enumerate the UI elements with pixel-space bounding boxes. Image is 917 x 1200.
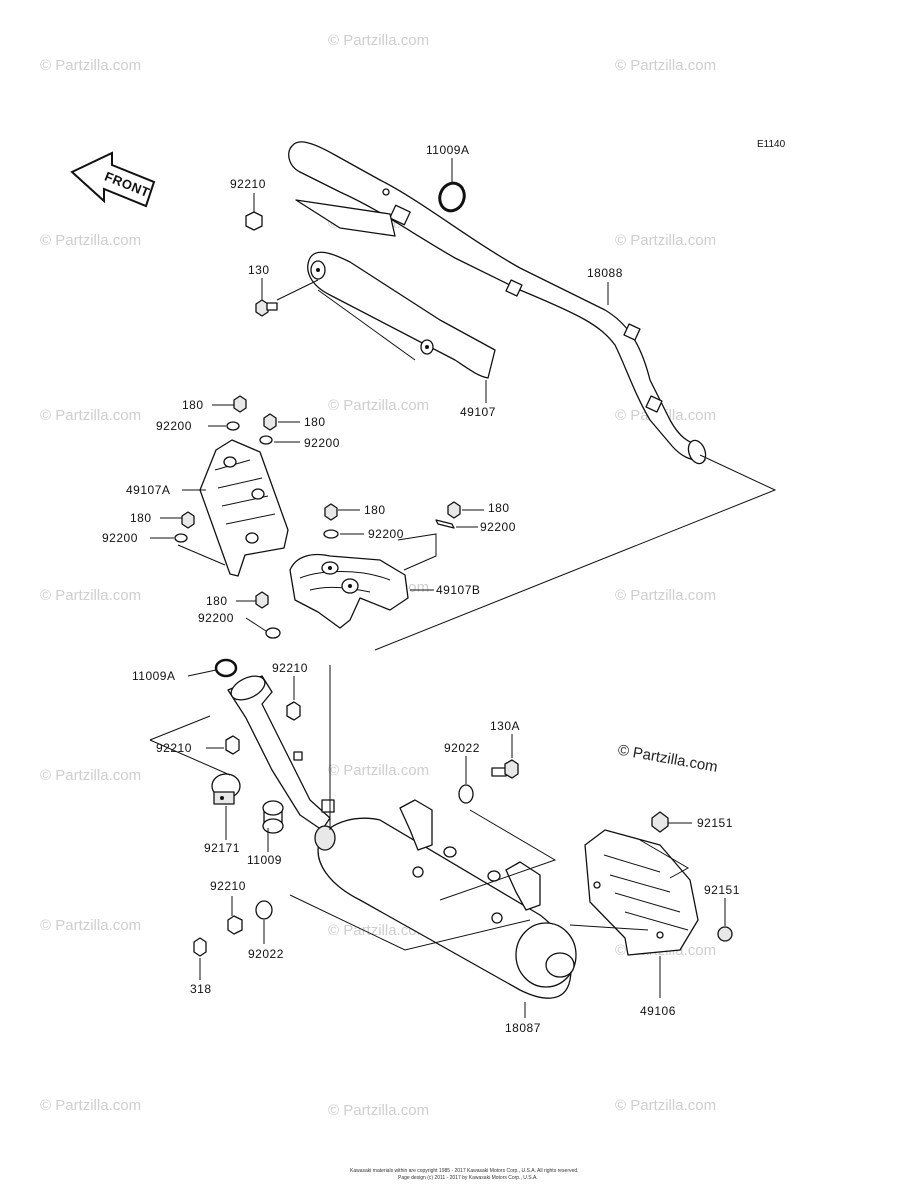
watermark-text: © Partzilla.com (328, 1102, 429, 1119)
watermark-text: © Partzilla.com (615, 1097, 716, 1114)
part-label: 92210 (230, 177, 266, 191)
watermark-text: © Partzilla.com (615, 232, 716, 249)
nut-318 (193, 937, 207, 957)
part-label: 130 (248, 263, 270, 277)
watermark-logo: © Partzilla.com (616, 742, 718, 776)
part-label: 11009A (132, 669, 175, 683)
part-label: 49107 (460, 405, 496, 419)
watermark-text: © Partzilla.com (328, 32, 429, 49)
part-label: 92210 (210, 879, 246, 893)
heat-guard-49106 (584, 829, 699, 956)
part-label: 130A (490, 719, 520, 733)
watermark-text: © Partzilla.com (40, 917, 141, 934)
watermark-text: © Partzilla.com (40, 1097, 141, 1114)
exhaust-pipe-18088 (288, 141, 707, 465)
part-label: 180 (206, 594, 228, 608)
muffler-18087 (314, 665, 577, 999)
watermark-text: © Partzilla.com (615, 587, 716, 604)
part-label: 92022 (444, 741, 480, 755)
gasket-11009a-upper (438, 181, 466, 213)
heat-guard-49107a (199, 439, 289, 577)
part-label: 318 (190, 982, 212, 996)
part-label: 92171 (204, 841, 240, 855)
part-label: 92200 (304, 436, 340, 450)
clamp-92171 (211, 773, 241, 805)
nut-92210-lower-a (286, 701, 301, 721)
bolt-180-c (174, 511, 195, 543)
watermark-text: © Partzilla.com (615, 57, 716, 74)
copyright-line: Kawasaki materials within are copyright … (350, 1168, 578, 1174)
part-label: 18088 (587, 266, 623, 280)
part-label: 92200 (198, 611, 234, 625)
part-label: 180 (488, 501, 510, 515)
header-pipe-lower (227, 675, 335, 831)
part-label: 49107B (436, 583, 480, 597)
washer-92022-lower (255, 900, 273, 920)
watermark-text: © Partzilla.com (328, 922, 429, 939)
part-label: 92151 (704, 883, 740, 897)
part-label: 92210 (272, 661, 308, 675)
part-label: 11009 (247, 853, 282, 867)
part-label: 92200 (156, 419, 192, 433)
part-label: 92200 (368, 527, 404, 541)
diagram-code: E1140 (757, 139, 786, 150)
bolt-92151-b (717, 926, 733, 942)
nut-92210-upper (245, 199, 396, 237)
watermark-text: © Partzilla.com (40, 767, 141, 784)
nut-92210-lower-b (225, 735, 240, 755)
part-label: 92210 (156, 741, 192, 755)
watermark-text: © Partzilla.com (328, 397, 429, 414)
bolt-130a (491, 759, 519, 779)
part-label: 180 (304, 415, 326, 429)
heat-guard-49107b (289, 553, 409, 629)
watermark-text: © Partzilla.com (40, 232, 141, 249)
bolt-130 (255, 299, 278, 317)
bolt-180-d (323, 503, 339, 539)
part-label: 11009A (426, 143, 469, 157)
gasket-11009a-lower (214, 658, 238, 678)
part-label: 18087 (505, 1021, 541, 1035)
part-label: 180 (364, 503, 386, 517)
bolt-180-e (435, 501, 461, 529)
part-label: 92200 (102, 531, 138, 545)
bolt-92151-a (651, 811, 669, 833)
bolt-180-a (226, 395, 247, 431)
gasket-11009 (262, 800, 284, 834)
nut-92210-bottom (227, 915, 243, 935)
watermark-text: © Partzilla.com (40, 407, 141, 424)
copyright-line: Page design (c) 2011 - 2017 by Kawasaki … (398, 1175, 538, 1181)
bolt-180-f (255, 591, 281, 639)
part-label: 92200 (480, 520, 516, 534)
leader-lines (149, 158, 777, 1018)
part-label: 49106 (640, 1004, 676, 1018)
washer-92022-upper (458, 784, 474, 804)
part-label: 180 (130, 511, 152, 525)
part-labels: 11009A 92210 130 18088 49107 180 92200 1… (102, 143, 740, 1035)
watermark-text: © Partzilla.com (40, 587, 141, 604)
part-label: 92151 (697, 816, 733, 830)
part-label: 92022 (248, 947, 284, 961)
watermark-text: © Partzilla.com (328, 762, 429, 779)
heat-guard-49107 (276, 251, 496, 379)
bolt-180-b (259, 413, 277, 445)
part-label: 49107A (126, 483, 170, 497)
part-label: 180 (182, 398, 204, 412)
watermark-text: © Partzilla.com (40, 57, 141, 74)
front-arrow-icon: FRONT (70, 151, 156, 208)
